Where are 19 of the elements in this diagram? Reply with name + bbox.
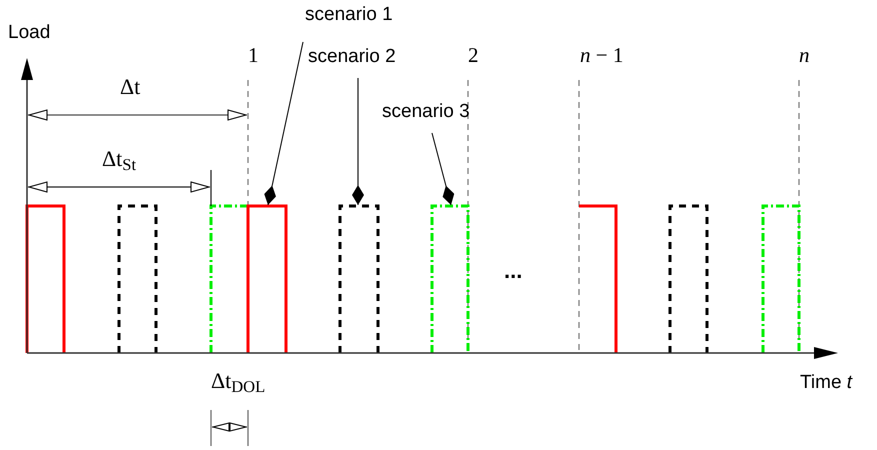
load-pulse: [246, 204, 288, 353]
ellipsis: ...: [504, 258, 522, 284]
scenario-label: scenario 1: [305, 4, 393, 25]
load-pulse: [430, 204, 470, 353]
axis-label: Load: [8, 21, 50, 45]
scenario-label: scenario 2: [308, 46, 396, 67]
interval-number: 2: [468, 42, 478, 68]
scenario-label: scenario 3: [382, 101, 470, 122]
leader-line: [352, 78, 364, 206]
load-pulse: [338, 204, 380, 353]
interval-number: 1: [248, 42, 258, 68]
dimension-label: Δt$_{DOL}$: [211, 368, 266, 394]
leader-line: [264, 42, 304, 206]
interval-number: n − 1: [580, 42, 624, 68]
dimension-label: Δt: [120, 74, 140, 100]
axis-label: Time t: [800, 371, 852, 395]
dimension-label: Δt$_{St}$: [102, 146, 136, 172]
interval-number: n: [799, 42, 810, 68]
leader-line: [432, 132, 454, 206]
